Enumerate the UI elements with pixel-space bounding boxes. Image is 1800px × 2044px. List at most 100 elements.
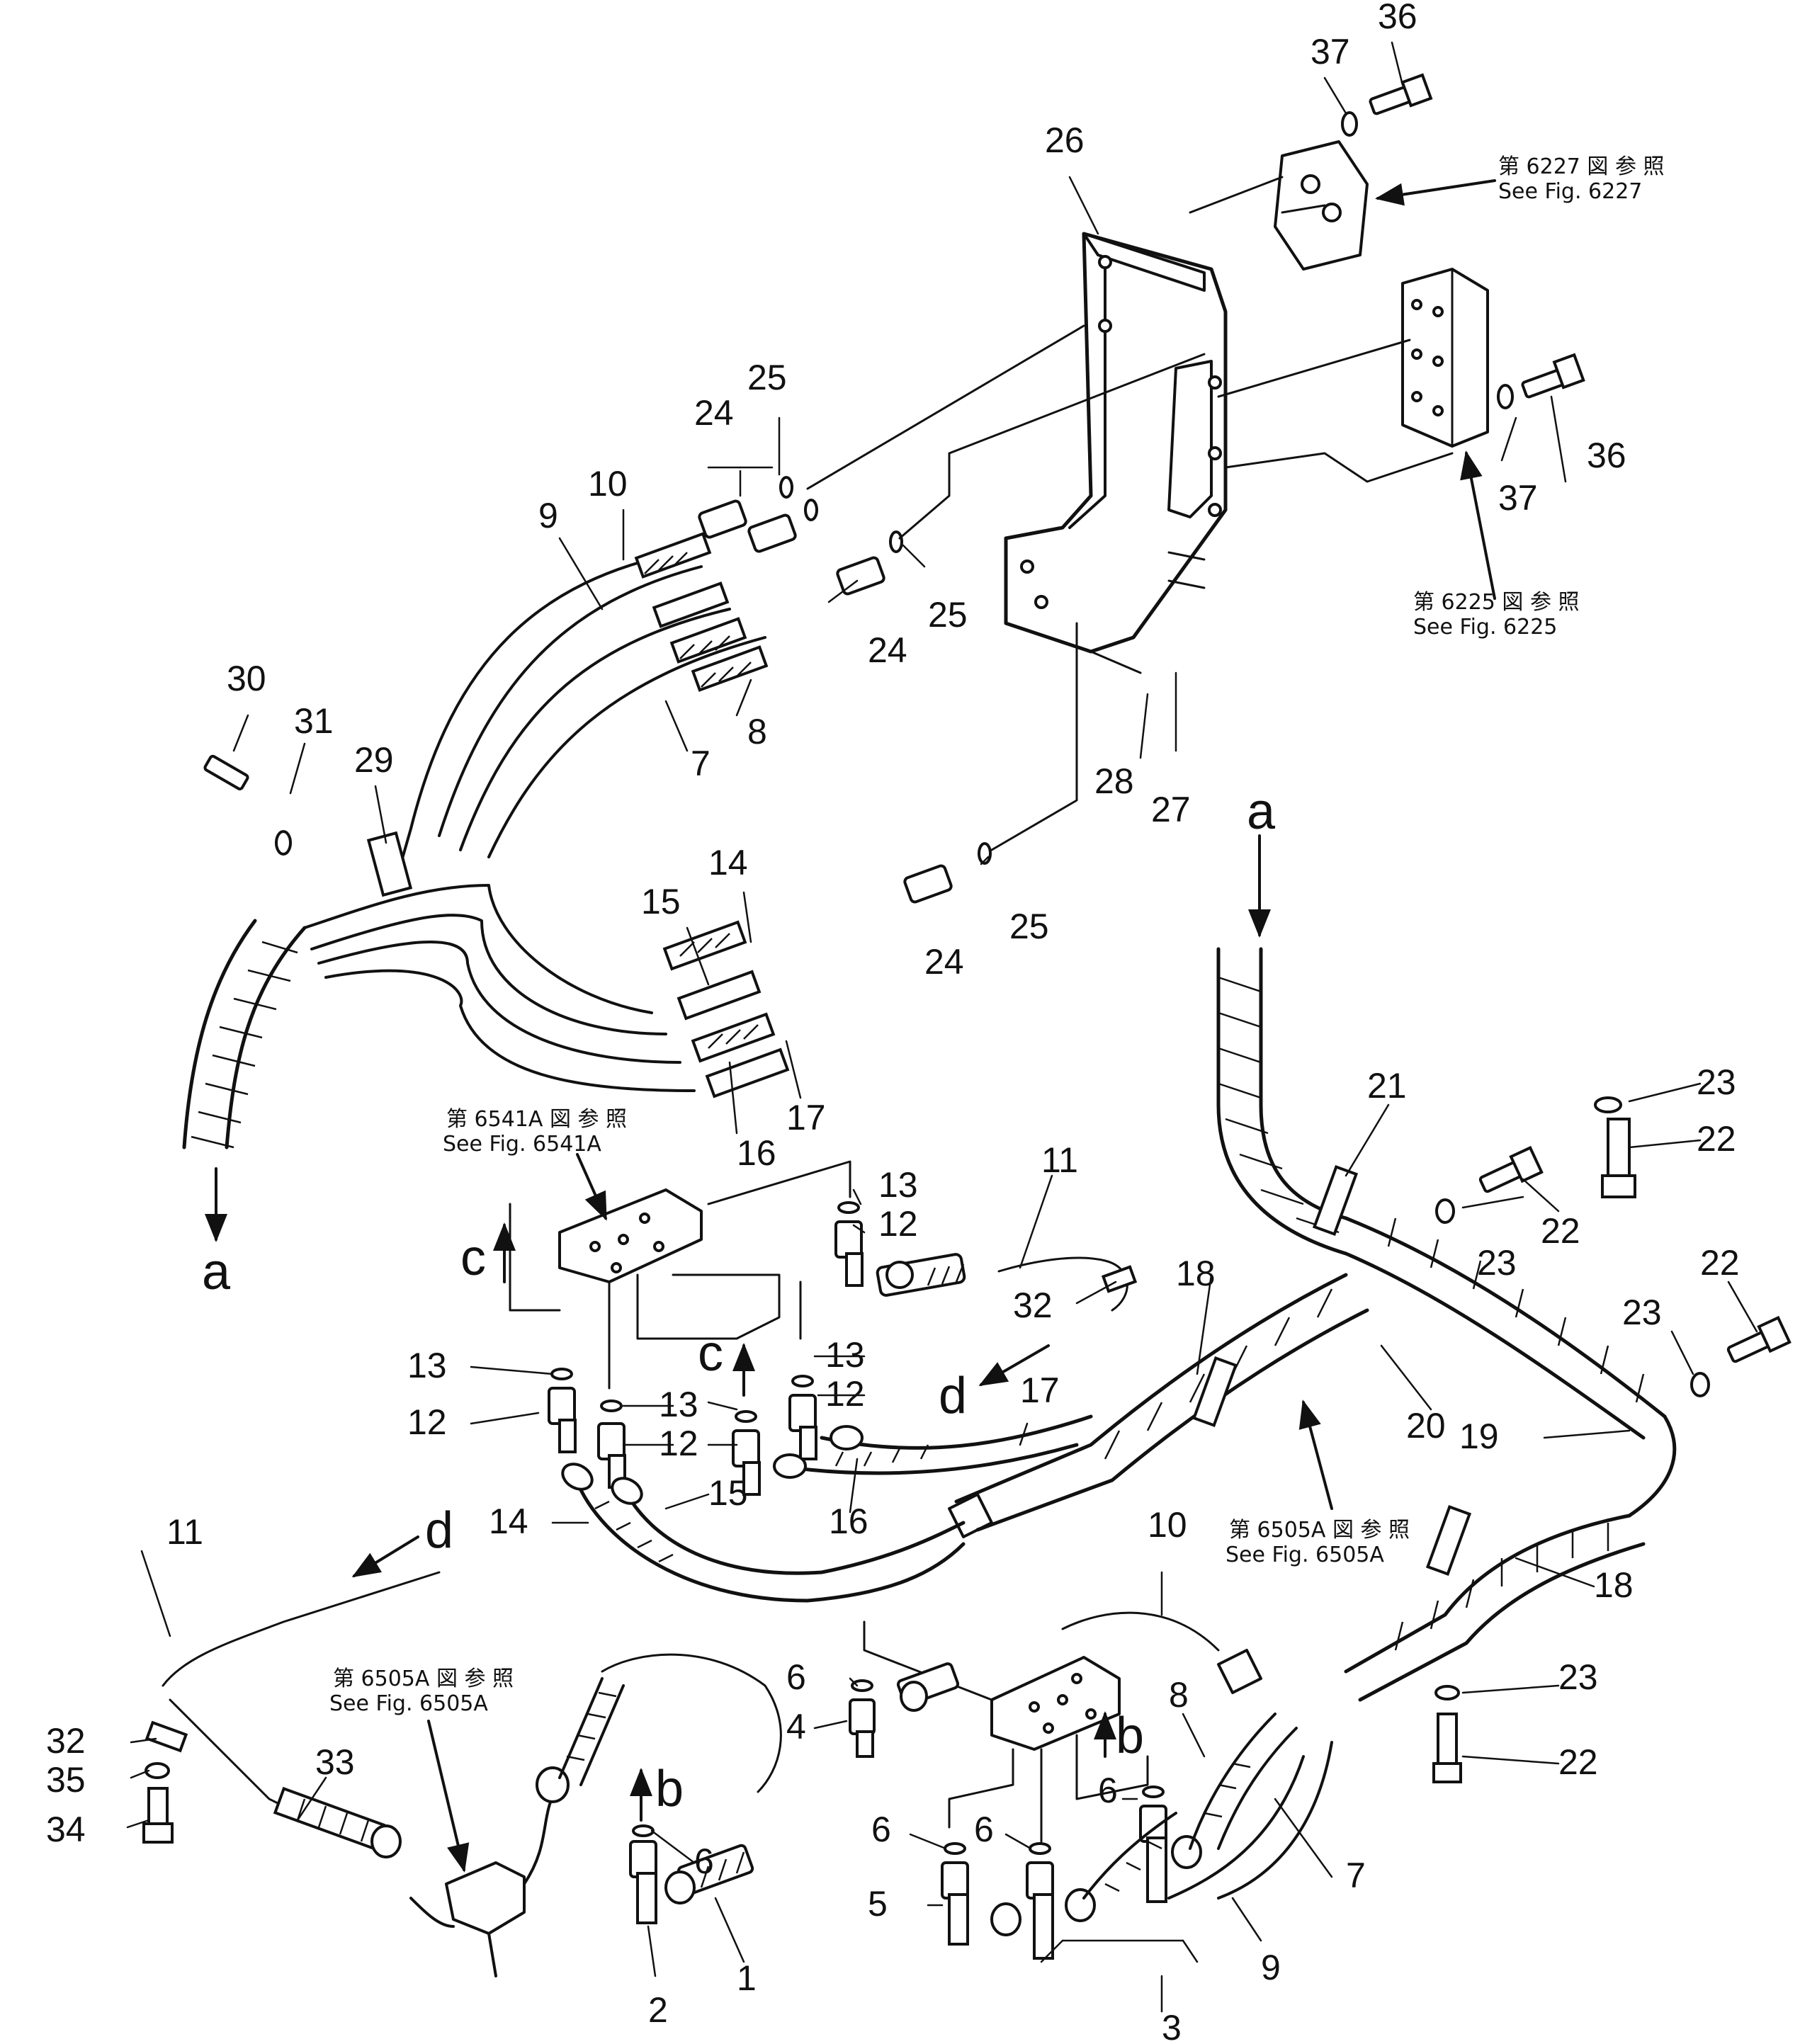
letter-b-left: b bbox=[655, 1761, 684, 1817]
diagram-artwork bbox=[142, 73, 1791, 1977]
ref-6225-en: See Fig. 6225 bbox=[1413, 615, 1557, 640]
ref-6227-jp: 第 6227 図 参 照 bbox=[1498, 154, 1665, 179]
callout-37-top: 37 bbox=[1311, 32, 1350, 72]
arrow-d-mid bbox=[978, 1344, 1050, 1387]
middle-hose-ends bbox=[662, 920, 790, 1098]
ref-6505a-mid-en: See Fig. 6505A bbox=[1226, 1543, 1384, 1567]
section-letters: a a c c d d b b bbox=[202, 783, 1276, 1817]
callout-17-low: 17 bbox=[1020, 1370, 1060, 1410]
callout-11-mid: 11 bbox=[1041, 1140, 1078, 1180]
callout-34: 34 bbox=[46, 1810, 86, 1849]
callout-11-low: 11 bbox=[166, 1512, 203, 1552]
ref-6505a-left-jp: 第 6505A 図 参 照 bbox=[333, 1667, 514, 1691]
callout-14-low: 14 bbox=[489, 1501, 528, 1541]
callout-18-mid: 18 bbox=[1176, 1254, 1216, 1293]
callout-23-b: 23 bbox=[1477, 1243, 1517, 1283]
callout-32-low: 32 bbox=[46, 1721, 86, 1761]
line-11-upper bbox=[876, 1253, 1138, 1312]
callout-5: 5 bbox=[868, 1884, 888, 1924]
bolts-washers-top bbox=[1341, 73, 1585, 409]
callout-23-d: 23 bbox=[1558, 1657, 1598, 1697]
direction-arrows bbox=[205, 179, 1496, 1873]
callout-29: 29 bbox=[354, 740, 394, 780]
callout-6-a: 6 bbox=[786, 1657, 806, 1697]
callout-25-mid: 25 bbox=[928, 595, 968, 635]
junction-block-6505a bbox=[409, 1653, 782, 1977]
callout-3: 3 bbox=[1162, 2008, 1182, 2044]
callout-24-top: 24 bbox=[694, 393, 734, 433]
callout-25-low: 25 bbox=[1009, 907, 1049, 946]
callout-23-a: 23 bbox=[1697, 1062, 1736, 1102]
right-wrapped-bundle bbox=[954, 947, 1677, 1702]
manifold-lower bbox=[849, 1611, 1333, 1960]
fittings-24-top bbox=[698, 476, 992, 904]
callout-18-low: 18 bbox=[1594, 1565, 1634, 1605]
callout-35: 35 bbox=[46, 1760, 86, 1800]
fittings-1-2 bbox=[629, 1824, 754, 1924]
callout-22-d: 22 bbox=[1558, 1742, 1598, 1782]
callout-23-c: 23 bbox=[1622, 1293, 1662, 1332]
callout-8-top: 8 bbox=[747, 712, 767, 751]
ref-6225-jp: 第 6225 図 参 照 bbox=[1413, 590, 1580, 615]
arrow-ref-6505a-mid bbox=[1298, 1399, 1333, 1510]
callout-33: 33 bbox=[315, 1742, 355, 1782]
bolts-washers-right bbox=[1432, 1096, 1791, 1783]
callout-7-top: 7 bbox=[691, 744, 711, 783]
callout-12-a: 12 bbox=[878, 1204, 918, 1244]
callout-10-top: 10 bbox=[588, 464, 628, 504]
callout-1: 1 bbox=[737, 1958, 757, 1998]
arrow-ref-6505a-left bbox=[427, 1720, 470, 1873]
letter-d-left: d bbox=[425, 1502, 453, 1559]
callout-22-c: 22 bbox=[1700, 1243, 1740, 1283]
callout-25-top: 25 bbox=[747, 358, 787, 397]
letter-d-mid: d bbox=[939, 1368, 967, 1424]
arrow-d-left bbox=[351, 1535, 419, 1578]
hose-break-pieces bbox=[948, 1493, 1262, 1694]
manifold-6541a bbox=[509, 1160, 851, 1390]
leader-connection-lines bbox=[806, 176, 1454, 851]
callout-15-low: 15 bbox=[708, 1473, 748, 1513]
arrow-ref-6541a bbox=[576, 1153, 607, 1221]
callout-7-low: 7 bbox=[1346, 1856, 1366, 1895]
letter-a-top: a bbox=[1247, 783, 1276, 840]
ref-6541a-jp: 第 6541A 図 参 照 bbox=[446, 1107, 627, 1132]
callout-20: 20 bbox=[1406, 1406, 1446, 1446]
callout-24-low: 24 bbox=[924, 942, 964, 982]
callout-12-d: 12 bbox=[825, 1374, 865, 1414]
callout-8-low: 8 bbox=[1169, 1675, 1189, 1715]
callout-10-low: 10 bbox=[1148, 1505, 1187, 1545]
left-wrapped-bundle bbox=[182, 754, 696, 1149]
callout-28: 28 bbox=[1094, 761, 1134, 801]
callout-16-low: 16 bbox=[829, 1501, 868, 1541]
callout-36-right: 36 bbox=[1587, 436, 1626, 475]
part-number-callouts: 36 37 26 25 24 10 9 25 24 8 7 30 31 29 2… bbox=[46, 0, 1740, 2044]
callout-19: 19 bbox=[1459, 1416, 1499, 1456]
callout-30: 30 bbox=[227, 659, 266, 698]
callout-6-c: 6 bbox=[871, 1810, 891, 1849]
callout-31: 31 bbox=[294, 701, 334, 741]
callout-13-c: 13 bbox=[659, 1385, 698, 1424]
callout-9-low: 9 bbox=[1261, 1948, 1281, 1987]
callout-15-mid: 15 bbox=[641, 882, 681, 921]
callout-21: 21 bbox=[1367, 1066, 1407, 1106]
callout-13-a: 13 bbox=[878, 1165, 918, 1205]
letter-a-bottom: a bbox=[202, 1244, 231, 1300]
callout-13-b: 13 bbox=[407, 1346, 447, 1385]
letter-c-left: c bbox=[460, 1230, 486, 1286]
callout-37-right: 37 bbox=[1498, 478, 1538, 518]
callout-36-top: 36 bbox=[1378, 0, 1417, 36]
valve-block-6227 bbox=[1274, 140, 1369, 271]
callout-16-mid: 16 bbox=[737, 1133, 776, 1173]
bracket-26-shape bbox=[1004, 232, 1228, 654]
callout-17-mid: 17 bbox=[786, 1098, 826, 1137]
callout-27: 27 bbox=[1151, 790, 1191, 829]
callout-12-c: 12 bbox=[659, 1424, 698, 1463]
callout-9-top: 9 bbox=[538, 496, 558, 535]
elbow-fittings-12 bbox=[548, 1201, 864, 1496]
callout-14-mid: 14 bbox=[708, 843, 748, 882]
callout-6-b: 6 bbox=[1098, 1771, 1118, 1810]
callout-26: 26 bbox=[1045, 120, 1085, 160]
arrow-ref-6225 bbox=[1460, 450, 1496, 600]
callout-6-e: 6 bbox=[694, 1841, 714, 1881]
